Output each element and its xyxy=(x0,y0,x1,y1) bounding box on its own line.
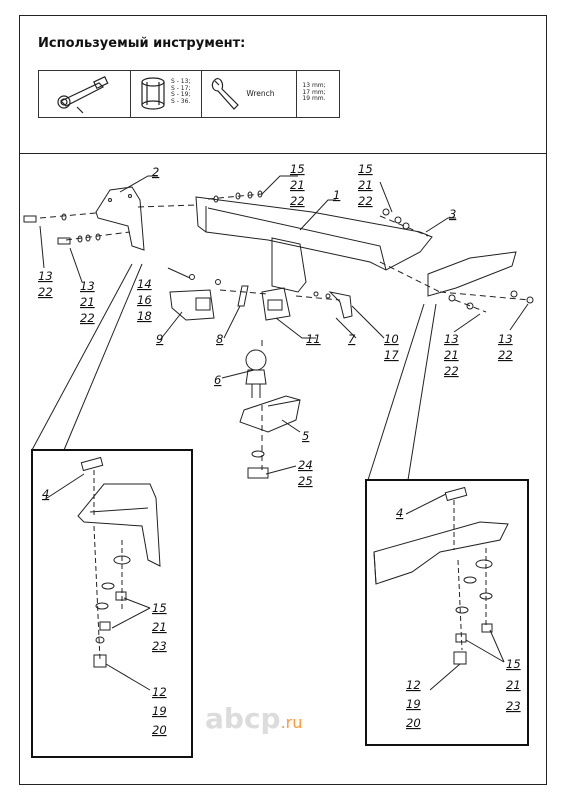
label-13d: 13 xyxy=(498,332,513,346)
label-13b: 13 xyxy=(80,279,95,293)
label-24: 24 xyxy=(298,458,313,472)
label-22f: 22 xyxy=(498,348,513,362)
socket-size-36: S - 36. xyxy=(171,97,191,105)
watermark-suffix: .ru xyxy=(280,713,303,732)
label-16: 16 xyxy=(137,293,152,307)
wrench-size-17: 17 mm; xyxy=(302,88,326,96)
label-2: 2 xyxy=(152,165,159,179)
socket-cell: S - 13; S - 17; S - 19; S - 36. xyxy=(131,71,203,117)
wrench-label: Wrench xyxy=(246,89,275,98)
label-22d: 22 xyxy=(80,311,95,325)
label-23b: 23 xyxy=(506,699,521,713)
label-15b: 15 xyxy=(358,162,373,176)
label-4a: 4 xyxy=(42,487,49,501)
right-bracket xyxy=(427,251,517,297)
socket-size-13: S - 13; xyxy=(171,78,191,85)
wrench-size-19: 19 mm. xyxy=(302,95,326,102)
label-11: 11 xyxy=(306,332,321,346)
label-8: 8 xyxy=(216,332,223,346)
label-22b: 22 xyxy=(358,194,373,208)
wrench-icon xyxy=(212,78,240,110)
label-15c: 15 xyxy=(152,601,167,615)
label-1: 1 xyxy=(333,188,340,202)
ratchet-cell xyxy=(39,71,131,117)
detail-box-left xyxy=(31,449,193,758)
label-25: 25 xyxy=(298,474,313,488)
detail-box-right xyxy=(365,479,529,746)
socket-icon xyxy=(141,77,165,110)
label-19b: 19 xyxy=(406,697,421,711)
tools-title: Используемый инструмент: xyxy=(38,36,246,51)
receiver xyxy=(271,237,307,293)
socket-sizes: S - 13; S - 17; S - 19; S - 36. xyxy=(171,78,191,105)
socket-size-17: S - 17; xyxy=(171,84,191,92)
part-8-pin xyxy=(237,285,249,307)
label-22a: 22 xyxy=(290,194,305,208)
towball xyxy=(245,349,267,371)
label-22c: 22 xyxy=(38,285,53,299)
part-7-pin xyxy=(328,291,353,319)
left-bracket xyxy=(95,186,145,251)
wrench-sizes: 13 mm; 17 mm; 19 mm. xyxy=(302,82,326,103)
label-21f: 21 xyxy=(506,678,521,692)
label-21d: 21 xyxy=(444,348,459,362)
label-12a: 12 xyxy=(152,685,167,699)
label-14: 14 xyxy=(137,277,152,291)
label-15a: 15 xyxy=(290,162,305,176)
label-4b: 4 xyxy=(396,506,403,520)
wrench-sizes-cell: 13 mm; 17 mm; 19 mm. xyxy=(297,71,339,117)
watermark-main: abcp xyxy=(205,702,281,735)
label-5: 5 xyxy=(302,429,309,443)
label-22e: 22 xyxy=(444,364,459,378)
wrench-size-13: 13 mm; xyxy=(302,82,326,89)
label-7: 7 xyxy=(348,332,356,346)
ratchet-icon xyxy=(57,76,109,114)
section-divider xyxy=(19,153,547,154)
crossbar xyxy=(195,196,433,271)
label-15d: 15 xyxy=(506,657,521,671)
label-9: 9 xyxy=(156,332,163,346)
label-3: 3 xyxy=(449,207,456,221)
label-13a: 13 xyxy=(38,269,53,283)
label-6: 6 xyxy=(214,373,221,387)
socket-size-19: S - 19; xyxy=(171,91,191,98)
label-21c: 21 xyxy=(80,295,95,309)
label-21e: 21 xyxy=(152,620,167,634)
label-20a: 20 xyxy=(152,723,167,737)
label-17: 17 xyxy=(384,348,399,362)
label-21b: 21 xyxy=(358,178,373,192)
label-10: 10 xyxy=(384,332,399,346)
label-13c: 13 xyxy=(444,332,459,346)
tools-table: S - 13; S - 17; S - 19; S - 36. Wrench 1… xyxy=(38,70,340,118)
watermark-logo: abcp.ru xyxy=(205,702,302,735)
label-12b: 12 xyxy=(406,678,421,692)
part-5-mount xyxy=(239,395,301,433)
part-9-clamp xyxy=(169,289,215,321)
wrench-cell: Wrench xyxy=(202,71,298,117)
label-21a: 21 xyxy=(290,178,305,192)
label-18: 18 xyxy=(137,309,152,323)
page-frame xyxy=(19,15,547,785)
label-19a: 19 xyxy=(152,704,167,718)
label-20b: 20 xyxy=(406,716,421,730)
receiver-tube xyxy=(261,287,291,321)
label-23a: 23 xyxy=(152,639,167,653)
